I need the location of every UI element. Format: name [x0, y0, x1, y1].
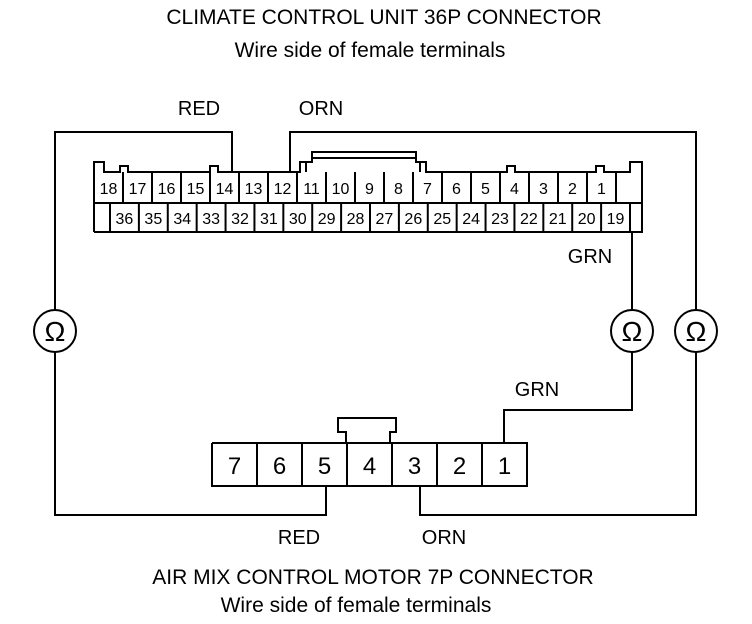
pin-label: 9 — [365, 181, 374, 198]
pin-label: 5 — [481, 181, 490, 198]
pin-label: 15 — [187, 181, 205, 198]
ohm-symbol-middle: Ω — [622, 316, 643, 347]
connector-7p-housing — [211, 417, 528, 487]
wire-label-red-bottom: RED — [278, 527, 320, 549]
pin-label: 4 — [363, 453, 376, 480]
bottom-connector-title: AIR MIX CONTROL MOTOR 7P CONNECTOR — [152, 566, 593, 589]
wire-label-orn-top: ORN — [299, 98, 343, 120]
connector-36p-housing — [93, 151, 643, 233]
pin-label: 7 — [228, 453, 241, 480]
pin-label: 20 — [578, 211, 596, 228]
wire-orn-lower — [419, 352, 697, 516]
wire-paths — [54, 131, 697, 516]
pin-label: 18 — [100, 181, 118, 198]
pin-label: 25 — [433, 211, 451, 228]
pin-label: 33 — [202, 211, 220, 228]
pin-label: 17 — [129, 181, 147, 198]
ohm-meter-right: Ω — [674, 309, 718, 353]
wire-label-grn-lower: GRN — [515, 379, 559, 401]
ohm-symbol-right: Ω — [686, 316, 707, 347]
pin-label: 7 — [423, 181, 432, 198]
pin-label: 12 — [274, 181, 292, 198]
top-connector-title: CLIMATE CONTROL UNIT 36P CONNECTOR — [166, 6, 601, 29]
pin-label: 4 — [510, 181, 519, 198]
row1-pin-labels: 18 17 16 15 14 13 12 11 10 9 8 7 6 5 4 3 2 1 — [100, 181, 606, 198]
wire-red-upper — [54, 131, 233, 310]
pin-label: 14 — [216, 181, 234, 198]
pin-label: 2 — [453, 453, 466, 480]
pin-label: 13 — [245, 181, 263, 198]
p7-pin-labels: 7 6 5 4 3 2 1 — [228, 453, 511, 480]
row2-dividers — [109, 203, 631, 232]
wire-grn-lower — [503, 352, 633, 443]
pin-label: 32 — [231, 211, 249, 228]
ohm-meter-left: Ω — [33, 309, 77, 353]
wire-label-grn-right: GRN — [568, 246, 612, 268]
pin-label: 34 — [173, 211, 191, 228]
pin-label: 5 — [318, 453, 331, 480]
pin-label: 36 — [116, 211, 134, 228]
pin-label: 3 — [539, 181, 548, 198]
pin-label: 19 — [607, 211, 625, 228]
pin-label: 29 — [318, 211, 336, 228]
pin-label: 21 — [549, 211, 567, 228]
row1-dividers — [122, 172, 617, 203]
pin-label: 30 — [289, 211, 307, 228]
wire-red-lower — [54, 352, 327, 516]
pin-label: 24 — [462, 211, 480, 228]
pin-label: 1 — [498, 453, 511, 480]
pin-label: 27 — [376, 211, 394, 228]
pin-label: 26 — [404, 211, 422, 228]
pin-label: 35 — [144, 211, 162, 228]
pin-label: 23 — [491, 211, 509, 228]
connector-36p — [93, 151, 643, 233]
pin-label: 28 — [347, 211, 365, 228]
pin-label: 22 — [520, 211, 538, 228]
wire-label-orn-bottom: ORN — [422, 527, 466, 549]
ohm-meter-middle: Ω — [610, 309, 654, 353]
pin-label: 11 — [303, 181, 320, 198]
pin-label: 10 — [332, 181, 350, 198]
pin-label: 16 — [158, 181, 176, 198]
pin-label: 3 — [408, 453, 421, 480]
pin-label: 2 — [568, 181, 577, 198]
wire-orn-upper — [289, 131, 697, 310]
pin-label: 6 — [273, 453, 286, 480]
pin-label: 1 — [597, 181, 606, 198]
row2-pin-labels: 36 35 34 33 32 31 30 29 28 27 26 25 24 23 22 21 20 19 — [116, 211, 625, 228]
pin-label: 31 — [260, 211, 278, 228]
pin-label: 6 — [452, 181, 461, 198]
wire-label-red-top: RED — [178, 98, 220, 120]
p7-dividers — [256, 443, 483, 486]
ohm-symbol-left: Ω — [45, 316, 66, 347]
bottom-connector-subtitle: Wire side of female terminals — [221, 594, 492, 617]
top-connector-subtitle: Wire side of female terminals — [235, 39, 506, 62]
pin-label: 8 — [394, 181, 403, 198]
connector-7p — [211, 417, 528, 487]
